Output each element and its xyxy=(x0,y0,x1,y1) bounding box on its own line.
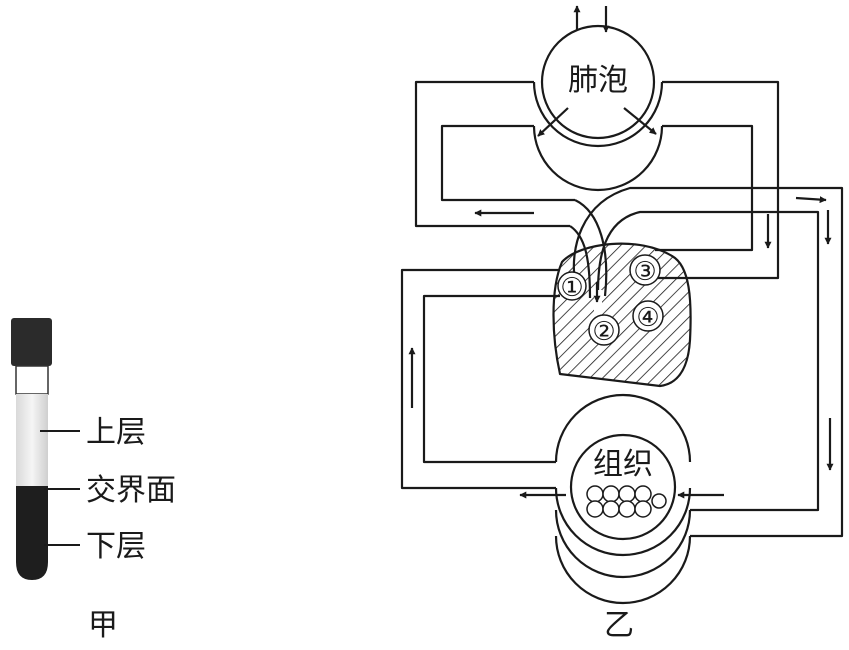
alveolus-arrow-left xyxy=(537,107,569,137)
upper-layer-label: 上层 xyxy=(86,415,146,450)
heart xyxy=(552,242,692,388)
tissue-cell xyxy=(618,500,636,518)
chamber-4-badge xyxy=(632,300,664,332)
chamber-labels: ① ② ③ ④ xyxy=(557,254,664,347)
tissue-cell xyxy=(602,485,620,503)
alveolus-label: 肺泡 xyxy=(568,63,628,98)
alveolus-inner-wall xyxy=(532,125,664,192)
tube-lower-layer xyxy=(16,486,48,580)
tissue-cell xyxy=(586,485,604,503)
chamber-3-label: ③ xyxy=(633,257,656,287)
figure-yi-caption: 乙 xyxy=(604,608,634,643)
tube-upper-layer xyxy=(16,394,48,486)
pulmonary-vein-tube xyxy=(414,80,575,228)
tissue-label: 组织 xyxy=(593,447,653,482)
chamber-3-badge xyxy=(629,254,661,286)
tissue-cell xyxy=(651,493,667,509)
chamber-2-badge xyxy=(588,314,620,346)
pulmonary-artery-tube xyxy=(655,80,780,280)
heart-outline xyxy=(552,242,692,388)
lower-layer-label: 下层 xyxy=(86,529,146,564)
tissue-cell xyxy=(602,500,620,518)
tissue-outer-wall xyxy=(554,393,692,557)
tube-cap xyxy=(11,318,52,366)
systemic-vein-tube xyxy=(400,268,560,490)
tissue-cell xyxy=(618,485,636,503)
tissue-cell xyxy=(634,500,652,518)
tissue-cell xyxy=(634,485,652,503)
tissue-wall-lower xyxy=(554,509,692,605)
interface-label: 交界面 xyxy=(86,473,176,508)
chamber-2-label: ② xyxy=(592,317,615,347)
flow-arrow-aorta-right-1 xyxy=(795,196,827,204)
test-tube xyxy=(11,318,52,580)
chamber-1-badge xyxy=(557,271,587,301)
figure-jia-caption: 甲 xyxy=(88,608,118,643)
tissue-cell xyxy=(586,500,604,518)
alveolus xyxy=(532,5,664,192)
tissue-cells xyxy=(586,485,667,518)
tube-upper-clear xyxy=(15,365,49,395)
alveolus-outer-wall xyxy=(532,81,664,148)
alveolus-arrow-right xyxy=(623,107,657,135)
chamber-4-label: ④ xyxy=(636,303,659,333)
chamber-1-label: ① xyxy=(560,273,583,303)
